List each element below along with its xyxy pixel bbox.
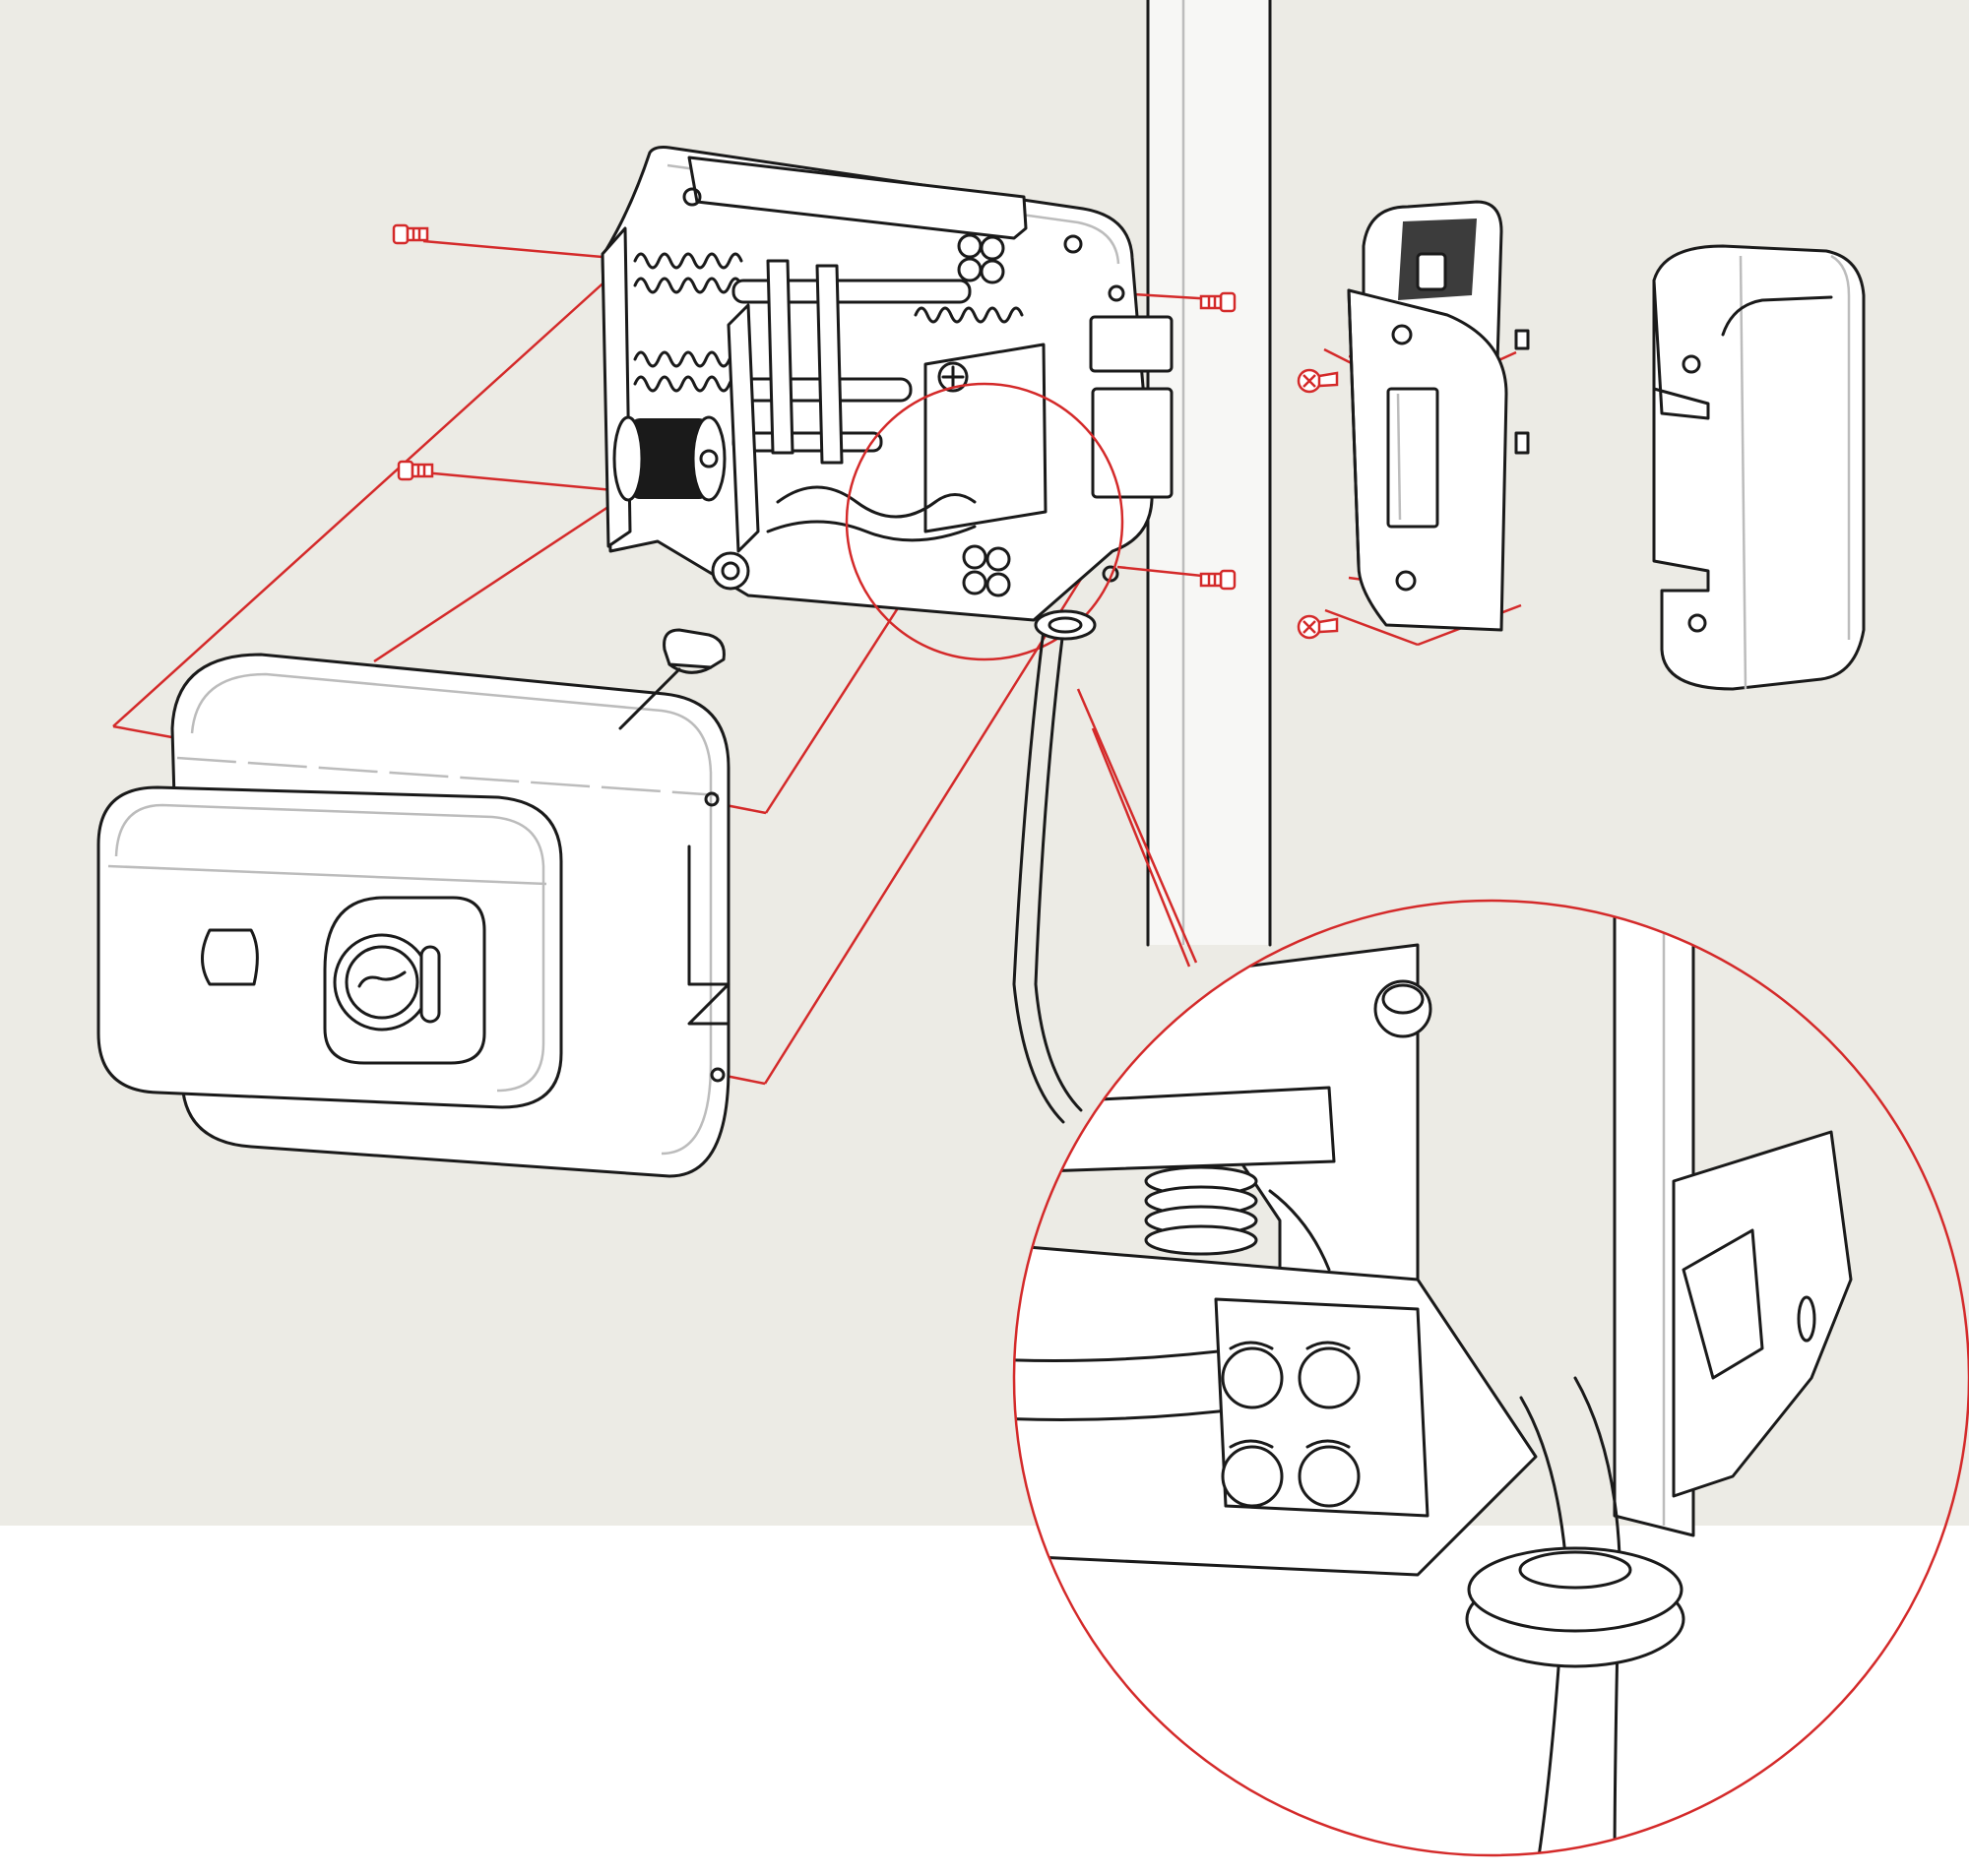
callout-circle	[845, 382, 1124, 661]
lock-mechanism	[601, 146, 1174, 622]
cover-cap	[663, 628, 726, 674]
strike-plate	[1347, 200, 1530, 632]
lock-cover	[96, 653, 730, 1178]
grommet-icon	[1465, 1546, 1685, 1668]
terminal-block-icon	[1214, 1297, 1429, 1518]
power-cable	[1012, 609, 1097, 1124]
screw-icon	[1297, 368, 1339, 394]
key-cylinder-icon	[333, 933, 431, 1032]
strike-cover	[1652, 244, 1866, 691]
screw-icon	[1297, 614, 1339, 640]
screws	[392, 223, 1339, 640]
solenoid-coil	[612, 415, 727, 502]
detail-magnifier	[1012, 899, 1969, 1857]
screw-icon	[397, 460, 434, 481]
screw-icon	[392, 223, 429, 245]
spring-icon	[1144, 1165, 1258, 1256]
screw-icon	[1199, 569, 1237, 591]
screw-icon	[1199, 291, 1237, 313]
